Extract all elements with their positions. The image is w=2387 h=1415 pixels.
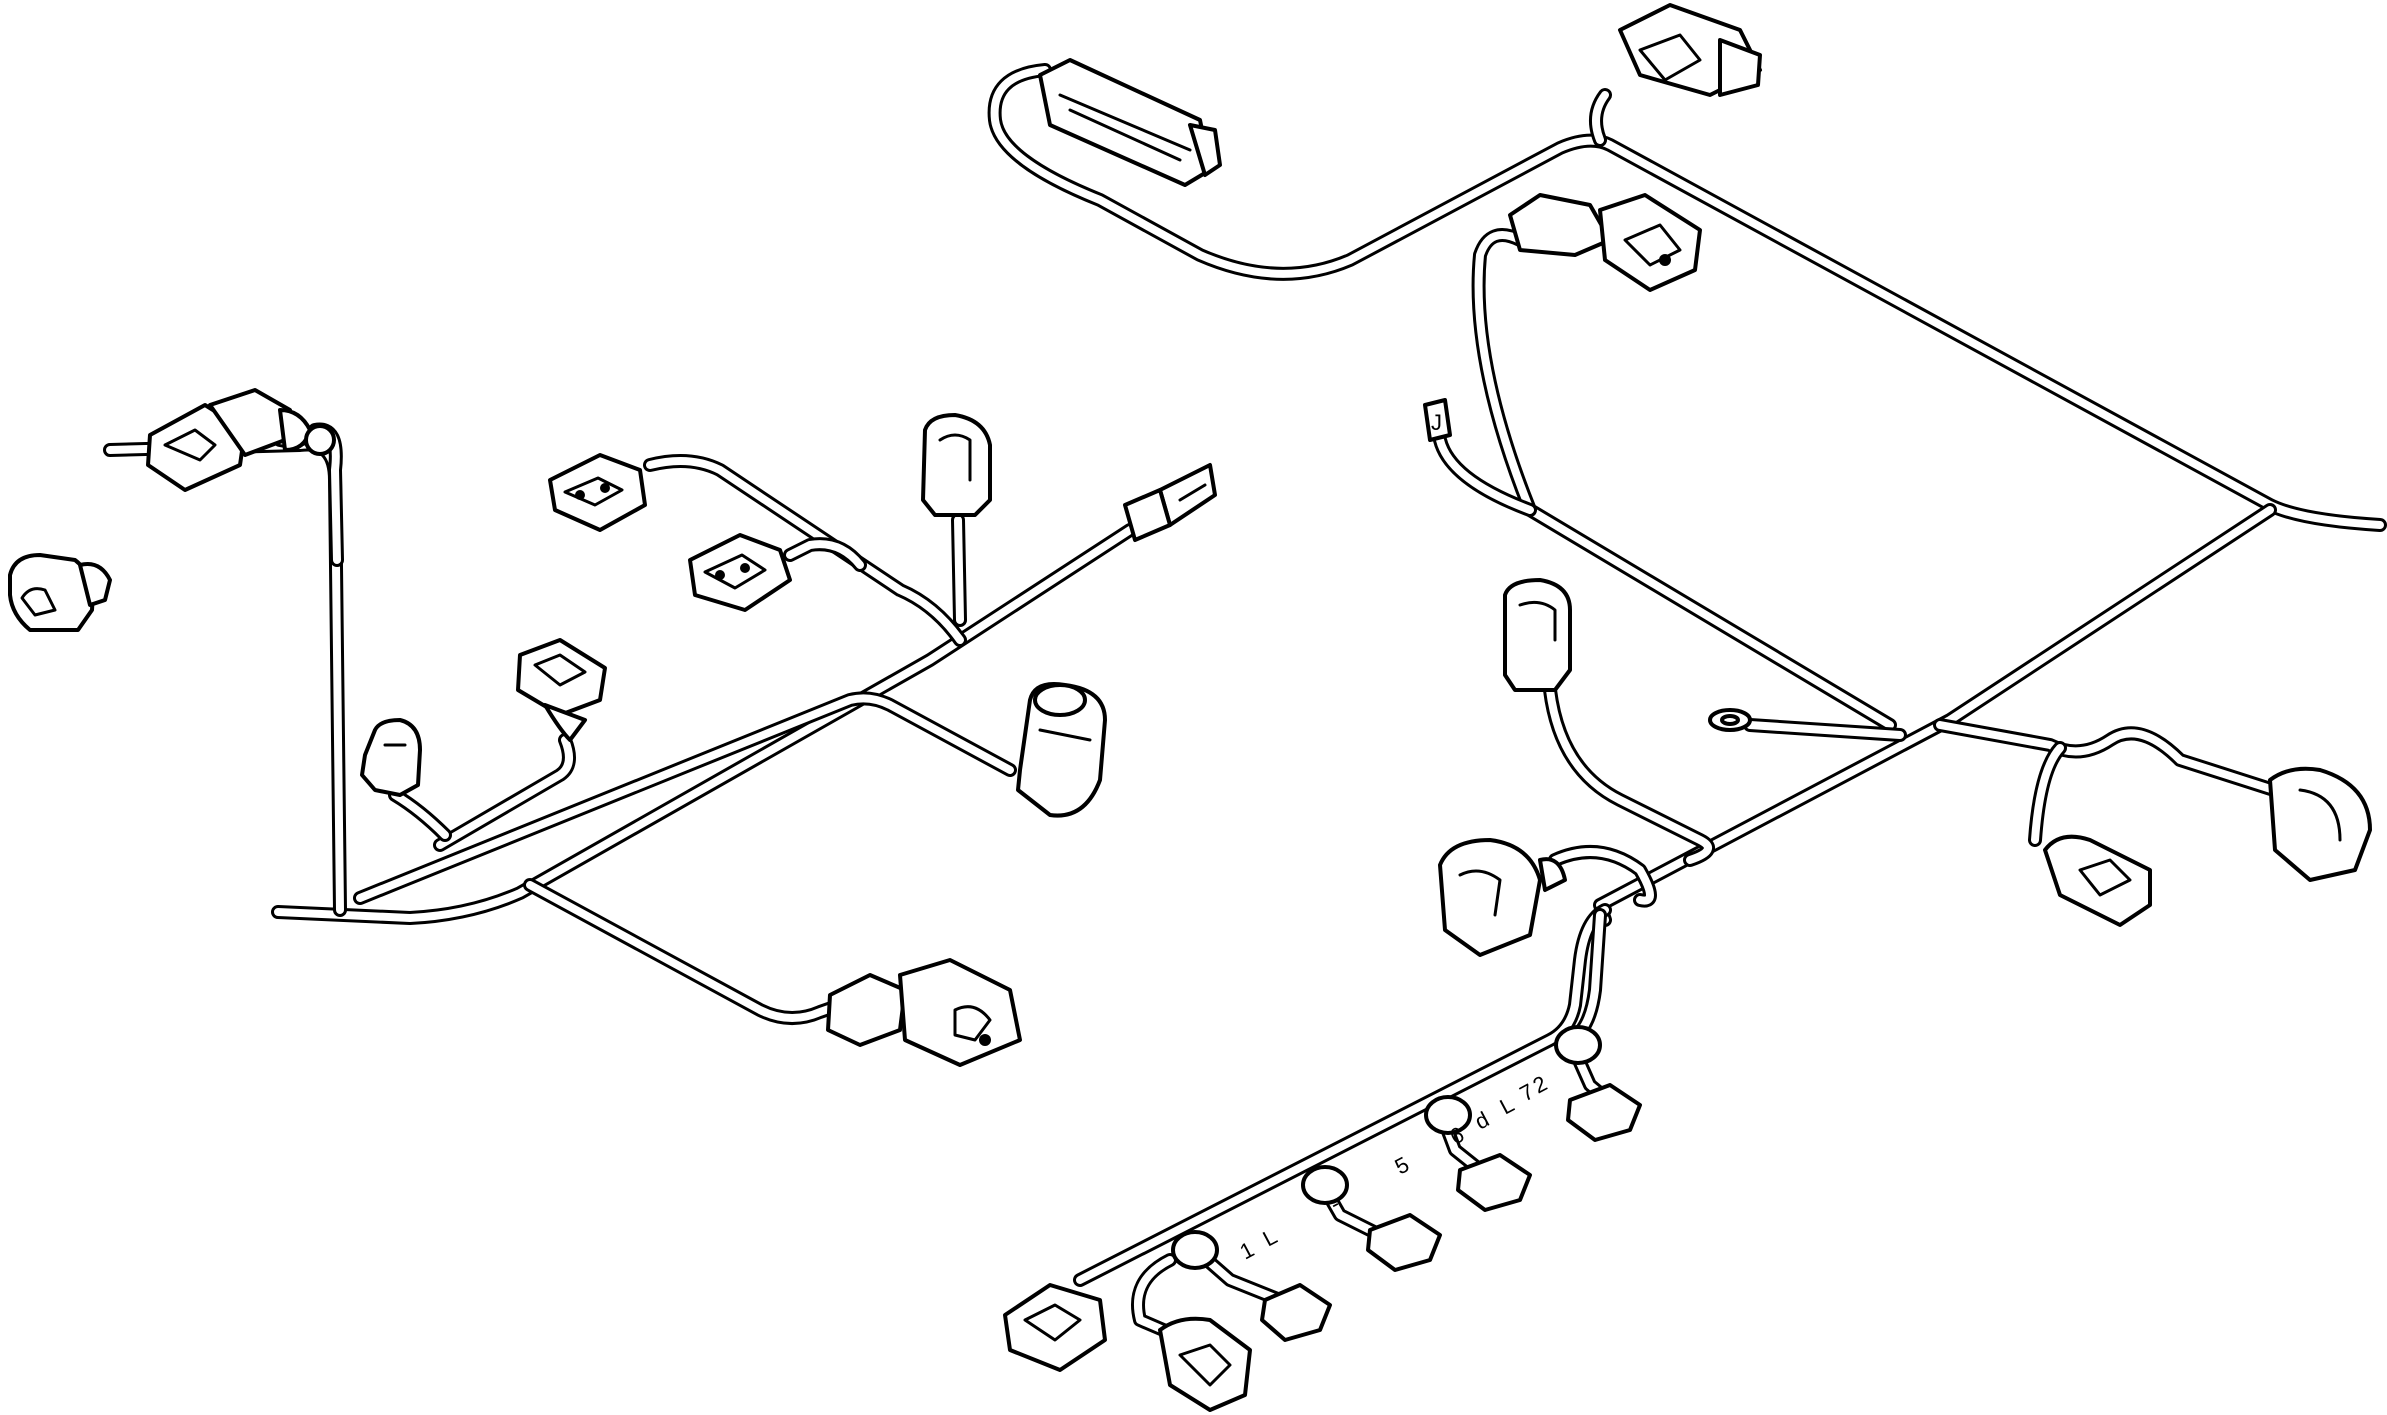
left-harness-wires — [103, 422, 1137, 1026]
wire-label-2: L — [1259, 1224, 1282, 1252]
connector-right-harness-left-round — [1438, 838, 1567, 957]
connector-upper-right-2 — [1508, 193, 1702, 292]
wire-label-1: 1 — [1236, 1237, 1259, 1265]
connector-bottom-left-harness — [826, 958, 1022, 1067]
left-lower-branch — [523, 878, 847, 1026]
connector-top-middle-1 — [548, 453, 647, 532]
connector-right-rect — [1123, 463, 1217, 542]
right-connectors: J — [1003, 3, 2372, 1412]
connector-right-mid-tall — [1503, 578, 1572, 692]
connector-top-middle-2 — [688, 533, 792, 612]
connector-lower-right — [2043, 834, 2152, 927]
grommet-a — [1554, 1025, 1642, 1142]
j-label: J — [1431, 410, 1442, 435]
connector-far-left — [8, 553, 112, 632]
ring-terminal — [1708, 708, 1752, 732]
connector-left-cap — [360, 718, 422, 797]
connector-top-right — [1618, 3, 1762, 97]
module-top-long — [1038, 58, 1222, 187]
connector-j-small: J — [1423, 398, 1452, 442]
wire-label-4: 5 — [1391, 1152, 1414, 1180]
connector-bottom-left — [1003, 1283, 1107, 1372]
connector-center-round — [1016, 682, 1107, 818]
connector-top-left — [146, 388, 336, 492]
connector-top-vertical — [921, 413, 992, 517]
left-vertical-branch — [103, 437, 347, 917]
wire-label-6: d — [1471, 1107, 1494, 1135]
connector-bottom-right — [1158, 1316, 1252, 1412]
left-connectors — [8, 388, 1217, 1067]
grommet-d — [1171, 1230, 1332, 1342]
connector-far-right — [2268, 766, 2372, 882]
grommet-b — [1424, 1095, 1532, 1212]
connector-mid-left — [516, 638, 607, 742]
wire-label-7: L — [1496, 1092, 1519, 1120]
grommet-c — [1301, 1165, 1442, 1272]
